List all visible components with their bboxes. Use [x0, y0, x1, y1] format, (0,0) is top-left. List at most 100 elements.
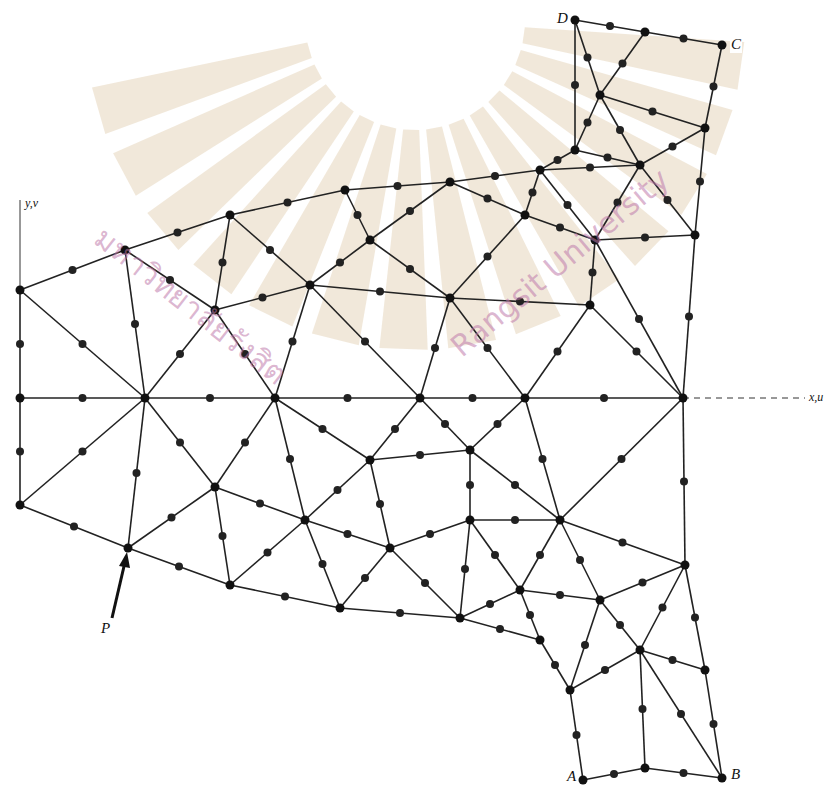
midside-node	[361, 338, 369, 346]
midside-node	[573, 731, 581, 739]
midside-node	[206, 394, 214, 402]
midside-node	[361, 574, 369, 582]
element-edge	[570, 690, 583, 780]
element-edge	[645, 768, 722, 778]
corner-node	[446, 178, 455, 187]
element-edge	[600, 95, 705, 128]
midside-node	[486, 600, 494, 608]
midside-node	[426, 530, 434, 538]
element-edge	[420, 298, 450, 398]
corner-node	[366, 456, 375, 465]
corner-node	[386, 544, 395, 553]
midside-node	[174, 229, 182, 237]
element-edge	[215, 487, 230, 585]
element-edge	[520, 590, 540, 640]
midside-node	[556, 224, 564, 232]
midside-node	[619, 60, 627, 68]
midside-node	[600, 394, 608, 402]
element-edge	[640, 650, 705, 670]
midside-node	[633, 348, 641, 356]
element-edge	[128, 487, 215, 548]
corner-node	[456, 614, 465, 623]
element-edge	[305, 520, 340, 608]
element-edge	[600, 565, 685, 600]
midside-node	[635, 315, 643, 323]
midside-node	[586, 164, 594, 172]
midside-node	[16, 340, 24, 348]
midside-node	[391, 425, 399, 433]
midside-node	[601, 666, 609, 674]
element-edge	[310, 285, 420, 398]
element-edge	[230, 585, 340, 608]
element-edge	[370, 460, 390, 548]
element-edge	[275, 398, 370, 460]
midside-node	[79, 448, 87, 456]
element-edge	[525, 305, 590, 398]
midside-node	[344, 394, 352, 402]
midside-node	[526, 611, 534, 619]
midside-node	[571, 81, 579, 89]
corner-node	[141, 394, 150, 403]
midside-node	[406, 265, 414, 273]
midside-node	[281, 593, 289, 601]
corner-node	[226, 581, 235, 590]
element-edge	[370, 240, 450, 298]
element-edge	[370, 450, 470, 460]
corner-node	[521, 394, 530, 403]
element-edge	[640, 128, 705, 165]
element-edge	[230, 520, 305, 585]
element-edge	[525, 398, 560, 520]
element-edge	[570, 600, 600, 690]
element-edge	[128, 398, 145, 548]
load-head	[119, 552, 130, 568]
corner-node	[226, 211, 235, 220]
midside-node	[264, 549, 272, 557]
midside-node	[259, 294, 267, 302]
element-edge	[450, 182, 525, 215]
midside-node	[710, 83, 718, 91]
element-edge	[583, 768, 645, 780]
load-arrow	[112, 552, 130, 618]
corner-node	[718, 774, 727, 783]
corner-node	[701, 124, 710, 133]
midside-node	[554, 156, 562, 164]
element-edge	[145, 398, 215, 487]
corner-node	[536, 166, 545, 175]
corner-node	[341, 186, 350, 195]
corner-node	[336, 604, 345, 613]
element-edge	[705, 670, 722, 778]
corner-node	[271, 394, 280, 403]
midside-node	[416, 451, 424, 459]
corner-label: B	[730, 766, 741, 783]
midside-node	[289, 338, 297, 346]
midside-node	[219, 259, 227, 267]
midside-node	[616, 621, 624, 629]
element-edge	[460, 618, 540, 640]
midside-node	[576, 556, 584, 564]
corner-node	[466, 446, 475, 455]
corner-node	[16, 394, 25, 403]
element-edge	[420, 398, 470, 450]
midside-node	[461, 565, 469, 573]
midside-node	[581, 641, 589, 649]
corner-node	[566, 686, 575, 695]
element-edge	[370, 182, 450, 240]
corner-node	[579, 776, 588, 785]
y-axis	[20, 200, 21, 290]
midside-node	[584, 119, 592, 127]
midside-node	[431, 344, 439, 352]
x-axis	[683, 398, 805, 399]
midside-node	[604, 154, 612, 162]
midside-node	[529, 189, 537, 197]
midside-node	[589, 269, 597, 277]
midside-node	[710, 720, 718, 728]
corner-node	[571, 16, 580, 25]
midside-node	[421, 579, 429, 587]
element-edge	[695, 128, 705, 235]
corner-node	[571, 146, 580, 155]
midside-node	[491, 551, 499, 559]
midside-node	[334, 486, 342, 494]
corner-node	[556, 516, 565, 525]
midside-node	[354, 211, 362, 219]
element-edge	[683, 235, 695, 398]
